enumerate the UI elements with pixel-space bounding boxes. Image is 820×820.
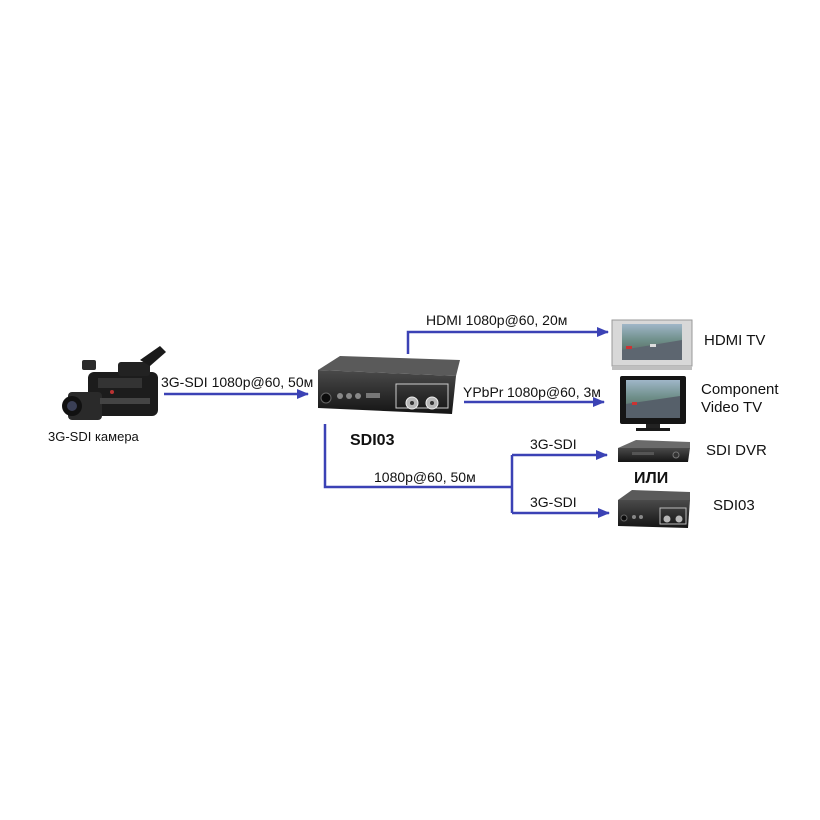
camcorder-icon — [62, 346, 166, 420]
sdi-loop-label: 1080p@60, 50м — [374, 469, 476, 485]
sdi03-output-label: SDI03 — [713, 497, 755, 514]
sdi03-converter-image — [318, 356, 460, 414]
ypbpr-label: YPbPr — [463, 384, 504, 400]
sdi-out-2-label: 3G-SDI — [530, 494, 577, 510]
sdi-out-1-label: 3G-SDI — [530, 436, 577, 452]
hdmi-tv-label: HDMI TV — [704, 332, 766, 349]
camera-link-label: 3G-SDI 1080p@60, 50м — [161, 374, 314, 390]
ypbpr-spec-label: 1080p@60, 3м — [507, 384, 601, 400]
hdmi-tv-image — [611, 319, 693, 370]
component-tv-label-line2: Video TV — [701, 399, 763, 416]
or-label: ИЛИ — [634, 470, 669, 487]
sdi-dvr-image — [618, 440, 690, 462]
arrow-hdmi-out — [406, 327, 609, 354]
component-tv-image — [620, 376, 686, 431]
sdi-dvr-label: SDI DVR — [706, 442, 767, 459]
line-sdi-loop — [323, 424, 512, 489]
sdi03-caption: SDI03 — [350, 432, 395, 449]
sdi03-output-image — [618, 490, 690, 528]
camera-caption: 3G-SDI камера — [48, 429, 139, 444]
hdmi-link-label: HDMI 1080p@60, 20м — [426, 312, 568, 328]
component-tv-label-line1: Component — [701, 381, 779, 398]
